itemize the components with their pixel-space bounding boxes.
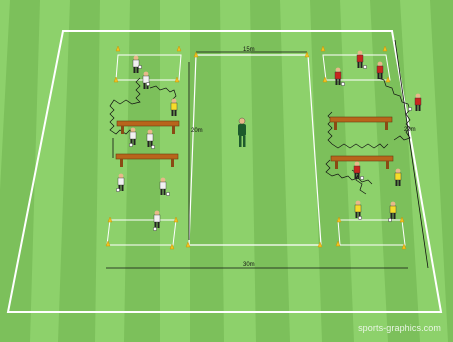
ball-icon (388, 218, 392, 222)
ball-icon (408, 107, 412, 111)
ball-icon (166, 192, 170, 196)
dimension-label-left: 20m (191, 128, 203, 134)
ball-icon (146, 82, 150, 86)
ball-icon (360, 176, 364, 180)
ball-icon (138, 65, 142, 69)
ball-icon (358, 216, 362, 220)
dimension-label-bottom: 30m (243, 262, 255, 268)
credit-watermark: sports-graphics.com (358, 323, 441, 333)
ball-icon (363, 65, 367, 69)
ball-icon (116, 188, 120, 192)
ball-icon (151, 145, 155, 149)
ball-icon (129, 143, 133, 147)
ball-icon (153, 227, 157, 231)
ball-icon (341, 82, 345, 86)
dimension-label-top: 15m (243, 47, 255, 53)
